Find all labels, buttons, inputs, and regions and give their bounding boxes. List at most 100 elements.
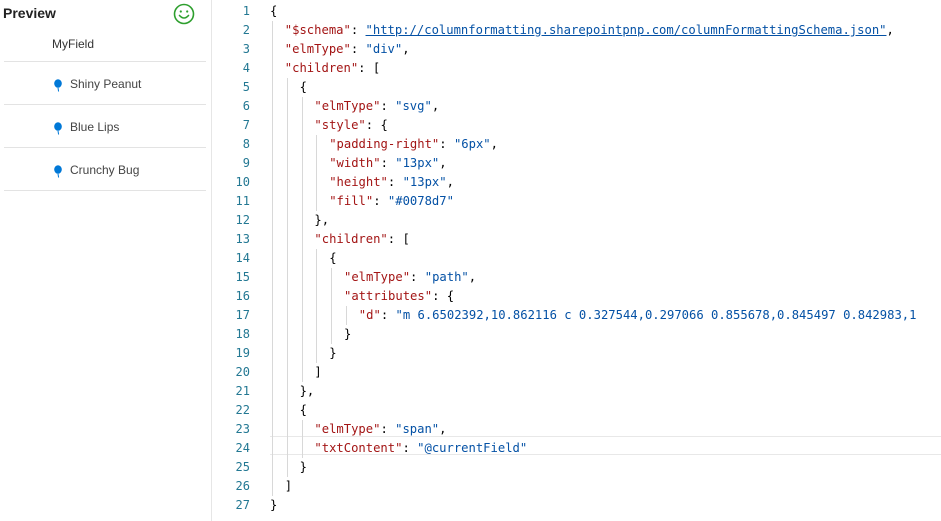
code-punctuation: : [380,99,396,113]
indent-guide [346,306,347,325]
code-punctuation: : [410,270,425,284]
indent-guide [272,344,273,363]
divider [4,147,206,148]
indent-guide [286,287,288,306]
json-value: "path" [424,270,469,284]
indent-guide [272,458,273,477]
code-punctuation: : [432,289,447,303]
json-key: "elmType" [344,270,411,284]
code-punctuation: [ [402,232,410,246]
list-item[interactable]: Blue Lips [0,114,211,156]
json-key: "fill" [329,194,374,208]
json-key: "padding-right" [329,137,440,151]
code-line: "style": { [314,116,387,135]
json-value: "m 6.6502392,10.862116 c 0.327544,0.2970… [395,308,917,322]
json-value: "@currentField" [417,441,528,455]
indent-guide [316,325,318,344]
code-punctuation: }, [299,384,315,398]
indent-guide [272,135,273,154]
json-key: "elmType" [314,422,381,436]
line-number: 26 [235,479,250,493]
indent-guide [286,344,288,363]
indent-guide [286,458,288,477]
indent-guide [301,268,303,287]
indent-guide [286,401,288,420]
indent-guide [286,325,288,344]
indent-guide [301,325,303,344]
indent-guide [286,439,288,458]
indent-guide [272,249,273,268]
divider [4,190,206,191]
current-line-highlight [270,436,941,455]
json-value: "svg" [395,99,432,113]
indent-guide [301,135,303,154]
json-value: "6px" [453,137,491,151]
indent-guide [316,249,318,268]
json-value: "span" [395,422,440,436]
indent-guide [272,382,273,401]
balloon-icon [54,122,62,135]
indent-guide [301,344,303,363]
code-line: } [300,458,307,477]
code-line: "txtContent": "@currentField" [314,439,527,458]
indent-guide [301,116,303,135]
indent-guide [301,97,303,116]
line-number: 8 [242,137,250,151]
line-number: 19 [235,346,250,360]
json-value: "http://columnformatting.sharepointpnp.c… [365,23,887,37]
column-header: MyField [52,37,95,51]
list-item[interactable]: Crunchy Bug [0,157,211,199]
line-number: 22 [235,403,250,417]
line-number: 10 [235,175,250,189]
line-number: 4 [242,61,250,75]
line-number: 20 [235,365,250,379]
preview-pane: Preview MyField Shiny Peanut Blue Lips C… [0,0,211,521]
code-punctuation: } [270,498,278,512]
json-value: "13px" [402,175,447,189]
indent-guide [331,268,333,287]
indent-guide [272,439,273,458]
pane-splitter[interactable] [211,0,212,521]
indent-guide [286,382,288,401]
indent-guide [272,173,273,192]
code-punctuation: } [299,460,307,474]
json-key: "children" [284,61,359,75]
indent-guide [286,306,288,325]
code-line: { [270,2,277,21]
code-punctuation: : [439,137,454,151]
indent-guide [286,192,288,211]
json-value: "#0078d7" [387,194,454,208]
list-item[interactable]: Shiny Peanut [0,71,211,113]
line-number: 9 [242,156,250,170]
indent-guide [316,154,318,173]
code-punctuation: , [446,175,454,189]
line-number: 24 [235,441,250,455]
code-line: "elmType": "path", [344,268,476,287]
code-punctuation: { [270,4,278,18]
code-punctuation: , [886,23,894,37]
item-label: Blue Lips [70,120,120,134]
code-punctuation: : [402,441,418,455]
json-key: "width" [329,156,381,170]
indent-guide [316,192,318,211]
json-key: "txtContent" [314,441,403,455]
item-label: Crunchy Bug [70,163,140,177]
code-punctuation: { [299,403,307,417]
indent-guide [301,363,303,382]
code-punctuation: , [402,42,410,56]
code-punctuation: , [439,422,447,436]
code-punctuation: : [350,23,366,37]
line-number: 13 [235,232,250,246]
code-punctuation: { [299,80,307,94]
indent-guide [331,306,333,325]
smiley-icon [173,3,195,25]
indent-guide [272,97,273,116]
code-line: "children": [ [285,59,380,78]
line-number: 14 [235,251,250,265]
divider [4,104,206,105]
line-number: 18 [235,327,250,341]
code-line: { [300,401,307,420]
code-line: }, [300,382,315,401]
indent-guide [301,173,303,192]
